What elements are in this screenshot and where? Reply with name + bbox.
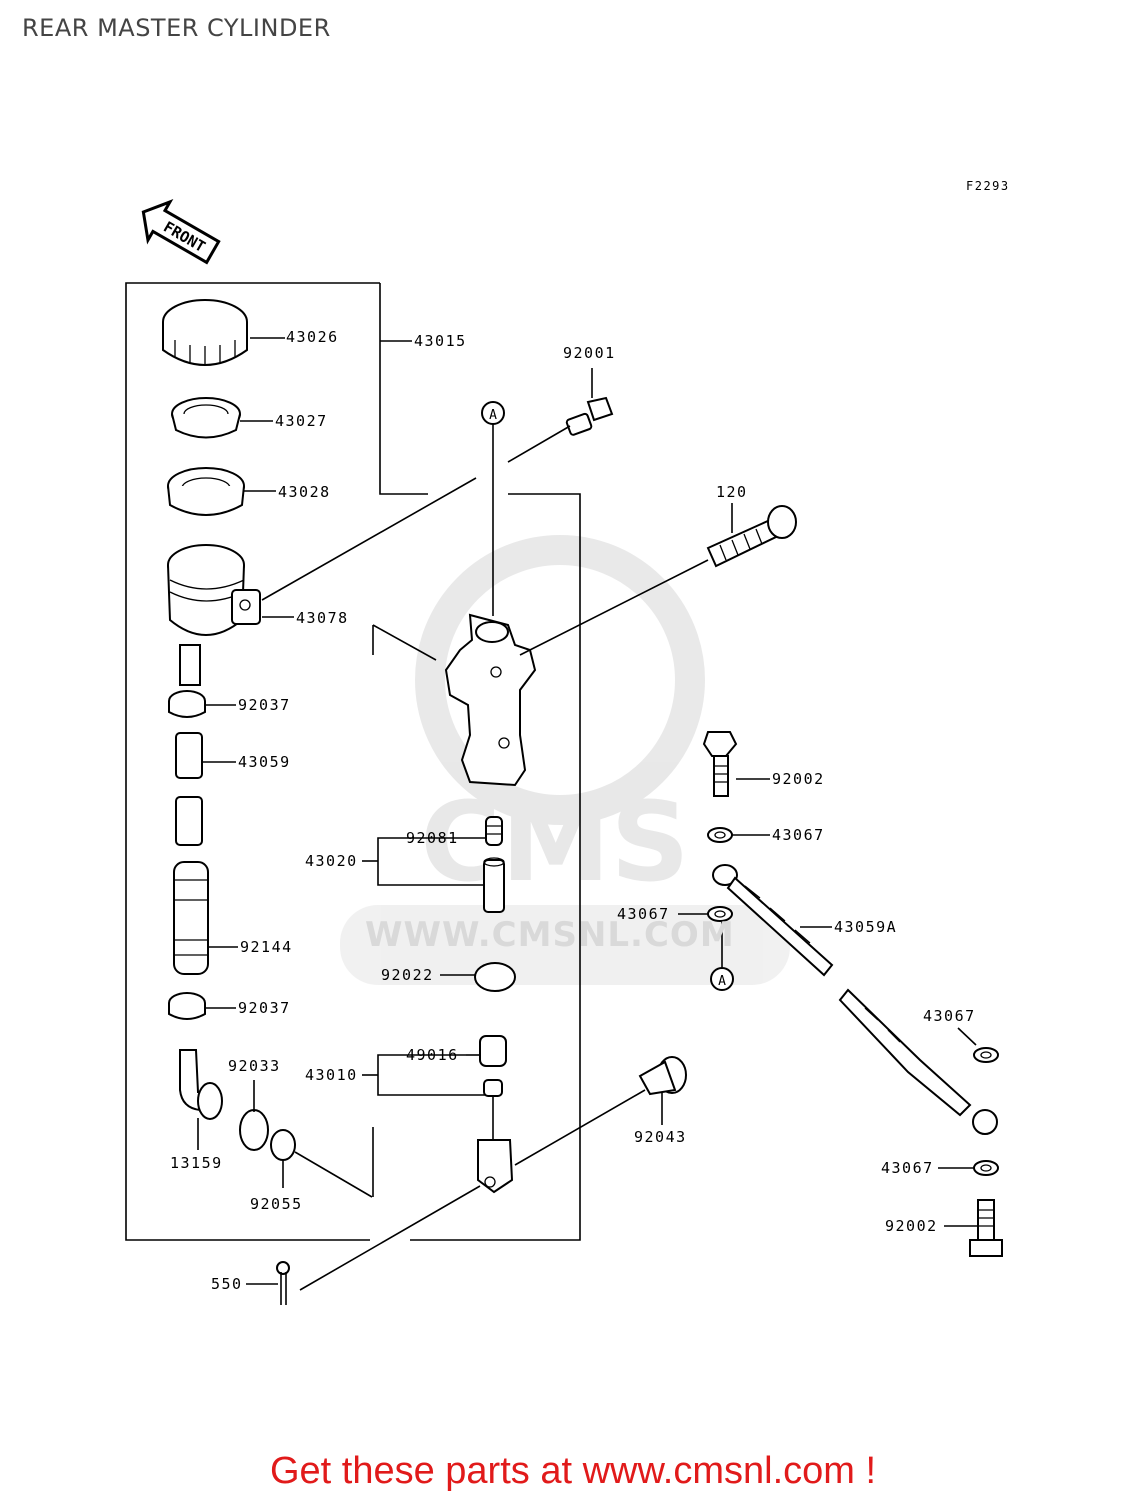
part-cotter-pin (276, 1261, 290, 1305)
watermark-logo: CMS (340, 535, 790, 985)
part-banjo-bolt-upper (702, 731, 738, 797)
part-diaphragm (171, 397, 241, 439)
callout-a-bottom: A (710, 922, 734, 991)
part-snap-ring (474, 962, 516, 992)
part-washer-d (973, 1160, 999, 1176)
promo-link[interactable]: Get these parts at www.cmsnl.com ! (269, 1450, 877, 1492)
svg-text:A: A (718, 974, 726, 989)
part-circlip (239, 1109, 269, 1151)
part-washer-b (707, 906, 733, 922)
svg-text:A: A (489, 408, 497, 423)
part-label: 92001 (563, 344, 616, 362)
part-label: 43067 (772, 826, 825, 844)
part-master-cylinder-body (444, 613, 537, 787)
part-label: 92043 (634, 1128, 687, 1146)
group-frames (125, 282, 581, 1241)
part-brake-hose (712, 864, 998, 1135)
part-piston-cup (479, 1035, 507, 1067)
part-label: 92081 (406, 829, 459, 847)
part-banjo-bolt-lower (969, 1199, 1003, 1257)
part-label: 92037 (238, 696, 291, 714)
part-plate (167, 467, 245, 516)
part-label: 92022 (381, 966, 434, 984)
part-valve-lower (483, 857, 505, 913)
part-label: 43078 (296, 609, 349, 627)
part-label: 43067 (617, 905, 670, 923)
part-label: 92055 (250, 1195, 303, 1213)
part-hose (175, 732, 203, 846)
callout-a-top: A (481, 401, 505, 616)
part-label: 43010 (305, 1066, 358, 1084)
part-label: 92002 (885, 1217, 938, 1235)
part-label: 92002 (772, 770, 825, 788)
front-arrow-icon: FRONT (141, 199, 221, 265)
part-valve-upper (485, 816, 503, 846)
watermark-url: WWW.CMSNL.COM (365, 915, 735, 955)
part-label: 43028 (278, 483, 331, 501)
part-label: 92037 (238, 999, 291, 1017)
leader-lines (197, 337, 978, 1291)
part-label: 43015 (414, 332, 467, 350)
part-clamp-upper (168, 690, 206, 718)
figure-code: F2293 (966, 179, 1010, 193)
part-clamp-lower (168, 992, 206, 1020)
part-label: 43027 (275, 412, 328, 430)
part-label: 49016 (406, 1046, 459, 1064)
part-bolt-small (565, 396, 614, 436)
part-label: 550 (211, 1275, 243, 1293)
part-reservoir (167, 544, 261, 686)
watermark-logo-text: CMS (420, 778, 689, 906)
page-title: REAR MASTER CYLINDER (22, 14, 331, 42)
part-cap (162, 299, 248, 366)
part-label: 120 (716, 483, 748, 501)
part-label: 43020 (305, 852, 358, 870)
part-label: 43059 (238, 753, 291, 771)
part-washer-c (973, 1047, 999, 1063)
part-o-ring (270, 1129, 296, 1161)
part-bolt-long (706, 505, 797, 568)
part-labels: 43026 43015 43027 43028 43078 92037 4305… (170, 328, 976, 1293)
part-elbow-fitting (179, 1049, 223, 1120)
part-pin (638, 1056, 687, 1096)
part-label: 43059A (834, 918, 897, 936)
part-boot (173, 861, 209, 975)
part-washer-a (707, 827, 733, 843)
part-push-rod (477, 1079, 514, 1194)
part-label: 43067 (923, 1007, 976, 1025)
part-label: 92033 (228, 1057, 281, 1075)
part-label: 43026 (286, 328, 339, 346)
part-label: 92144 (240, 938, 293, 956)
part-label: 13159 (170, 1154, 223, 1172)
part-label: 43067 (881, 1159, 934, 1177)
